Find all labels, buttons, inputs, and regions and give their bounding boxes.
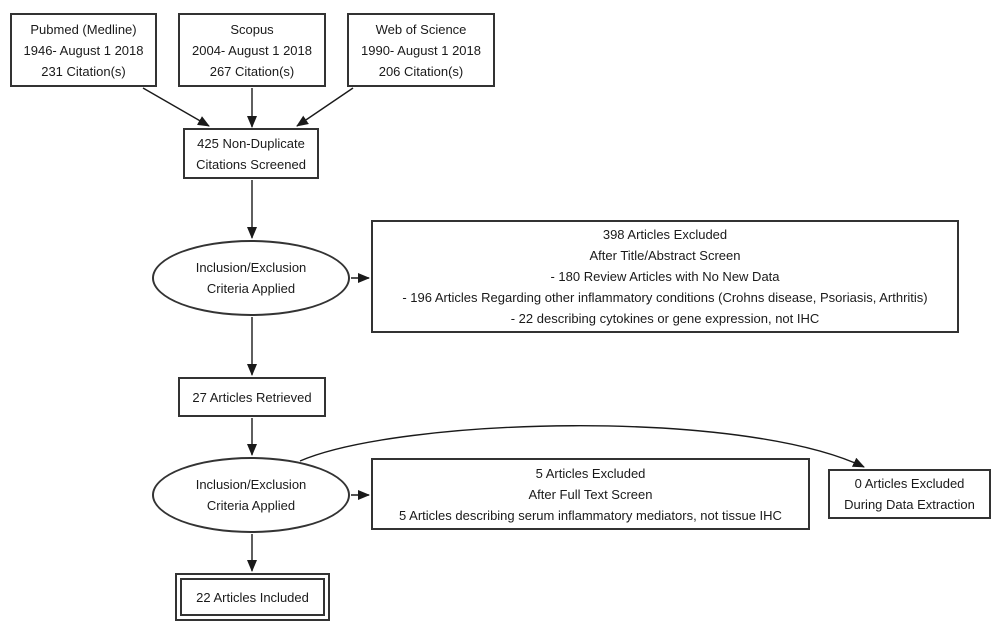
articles-included-inner-border: 22 Articles Included	[180, 578, 325, 616]
criteria-line-2: Criteria Applied	[206, 498, 296, 513]
excluded-count: 0 Articles Excluded	[854, 476, 965, 491]
articles-retrieved-box: 27 Articles Retrieved	[178, 377, 326, 417]
source-citation-count: 267 Citation(s)	[209, 63, 295, 79]
excluded-reason-2: - 196 Articles Regarding other inflammat…	[402, 290, 928, 305]
source-name: Web of Science	[375, 21, 467, 37]
excluded-reason-1: - 180 Review Articles with No New Data	[550, 269, 780, 284]
source-citation-count: 231 Citation(s)	[41, 63, 126, 79]
retrieved-label: 27 Articles Retrieved	[192, 389, 312, 405]
source-box-scopus: Scopus 2004- August 1 2018 267 Citation(…	[178, 13, 326, 87]
criteria-line-2: Criteria Applied	[206, 281, 296, 296]
excluded-data-extraction-box: 0 Articles Excluded During Data Extracti…	[828, 469, 991, 519]
excluded-title-abstract-box: 398 Articles Excluded After Title/Abstra…	[371, 220, 959, 333]
arrow-wos-to-screened	[296, 87, 354, 127]
excluded-count: 5 Articles Excluded	[535, 465, 646, 481]
included-label: 22 Articles Included	[196, 589, 309, 605]
source-citation-count: 206 Citation(s)	[378, 63, 464, 79]
source-name: Pubmed (Medline)	[30, 21, 137, 37]
excluded-stage: After Title/Abstract Screen	[589, 248, 741, 263]
excluded-full-text-box: 5 Articles Excluded After Full Text Scre…	[371, 458, 810, 530]
excluded-reason-3: - 22 describing cytokines or gene expres…	[510, 311, 820, 326]
excluded-stage: After Full Text Screen	[528, 486, 653, 502]
source-box-web-of-science: Web of Science 1990- August 1 2018 206 C…	[347, 13, 495, 87]
criteria-applied-ellipse-2: Inclusion/Exclusion Criteria Applied	[152, 457, 350, 533]
excluded-reason-1: 5 Articles describing serum inflammatory…	[399, 507, 782, 523]
articles-included-box: 22 Articles Included	[175, 573, 330, 621]
criteria-applied-ellipse-1: Inclusion/Exclusion Criteria Applied	[152, 240, 350, 316]
source-date-range: 2004- August 1 2018	[192, 42, 312, 58]
excluded-stage: During Data Extraction	[844, 497, 975, 512]
excluded-count: 398 Articles Excluded	[602, 227, 728, 242]
screened-label: Citations Screened	[196, 156, 306, 172]
source-date-range: 1946- August 1 2018	[23, 42, 144, 58]
criteria-line-1: Inclusion/Exclusion	[195, 260, 307, 275]
arrow-pubmed-to-screened	[142, 87, 210, 127]
source-name: Scopus	[230, 21, 274, 37]
criteria-line-1: Inclusion/Exclusion	[195, 477, 307, 492]
source-date-range: 1990- August 1 2018	[361, 42, 481, 58]
screened-count: 425 Non-Duplicate	[197, 135, 305, 151]
source-box-pubmed: Pubmed (Medline) 1946- August 1 2018 231…	[10, 13, 157, 87]
non-duplicate-screened-box: 425 Non-Duplicate Citations Screened	[183, 128, 319, 179]
arrow-criteria2-to-excluded-extraction	[299, 425, 865, 468]
